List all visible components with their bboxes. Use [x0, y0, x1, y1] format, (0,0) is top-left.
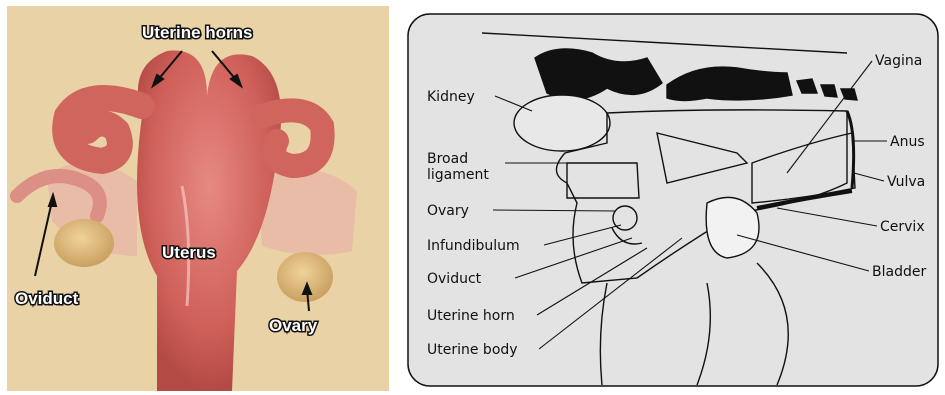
label-oviduct-photo: Oviduct [15, 289, 79, 308]
label-ovary: Ovary [427, 203, 469, 219]
label-cervix: Cervix [880, 219, 925, 235]
label-vulva: Vulva [887, 174, 925, 190]
label-ovary-photo: Ovary [269, 316, 318, 335]
label-kidney: Kidney [427, 89, 475, 105]
label-broad-line2: ligament [427, 167, 489, 183]
label-infundibulum: Infundibulum [427, 238, 520, 254]
label-bladder: Bladder [872, 264, 926, 280]
specimen-photo: Uterine horns Uterus Oviduct Ovary [7, 6, 389, 391]
anatomy-diagram-svg: Kidney Broad ligament Ovary Infundibulum… [407, 13, 939, 387]
left-ovary-shape [54, 219, 114, 267]
bladder-shape [706, 197, 759, 258]
kidney-shape [514, 95, 610, 151]
label-anus: Anus [890, 134, 925, 150]
label-uterine-horn: Uterine horn [427, 308, 515, 324]
label-uterus: Uterus [162, 243, 216, 262]
label-uterine-body: Uterine body [427, 342, 518, 358]
anatomy-diagram: Kidney Broad ligament Ovary Infundibulum… [407, 13, 939, 387]
diagram-frame [408, 14, 938, 386]
label-broad-line1: Broad [427, 151, 468, 167]
label-oviduct: Oviduct [427, 271, 482, 287]
label-vagina: Vagina [875, 53, 922, 69]
label-uterine-horns: Uterine horns [142, 23, 253, 42]
specimen-photo-svg: Uterine horns Uterus Oviduct Ovary [7, 6, 389, 391]
